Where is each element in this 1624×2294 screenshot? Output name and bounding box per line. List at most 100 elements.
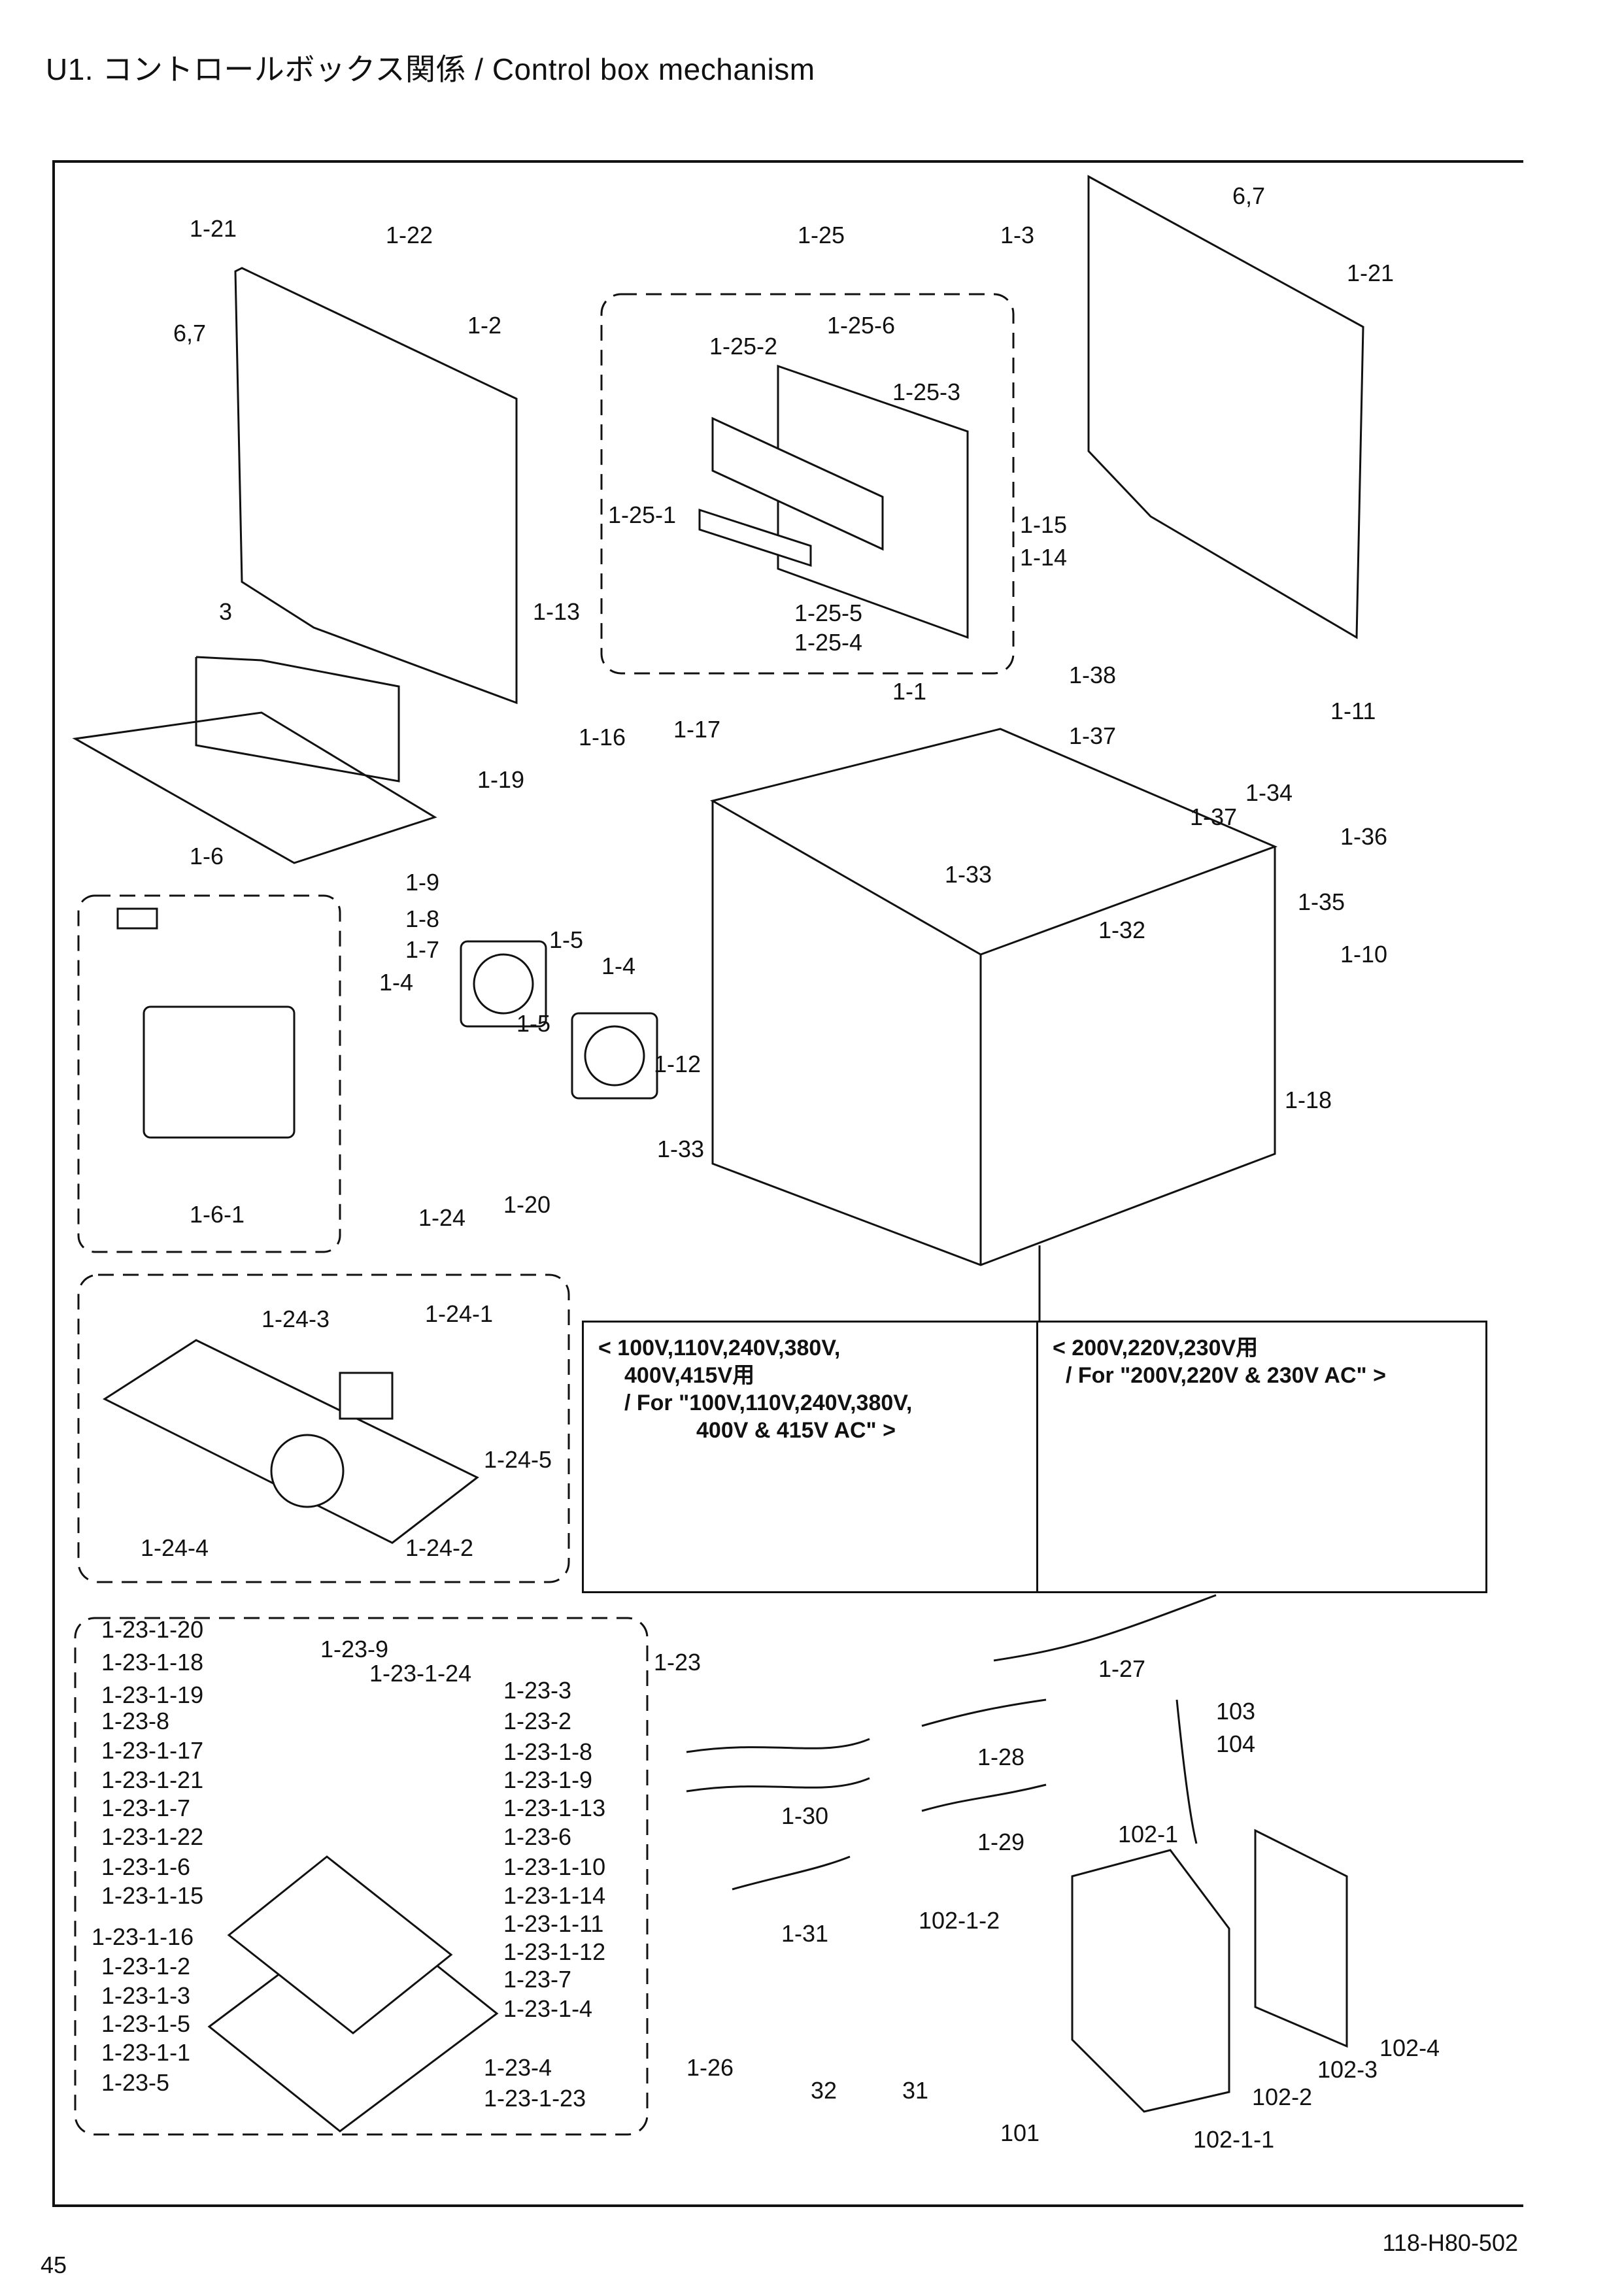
- part-callout: 1-10: [1340, 941, 1387, 968]
- part-callout: 1-3: [1000, 222, 1034, 248]
- part-callout: 1-23-1-5: [101, 2010, 190, 2037]
- part-callout: 1-17: [673, 716, 720, 743]
- part-callout: 102-1-2: [919, 1907, 1000, 1934]
- part-callout: 1-23-1-10: [503, 1853, 605, 1880]
- part-callout: 1-23-2: [503, 1708, 571, 1734]
- part-callout: 1-2: [467, 312, 501, 339]
- part-callout: 1-8: [405, 905, 439, 932]
- part-callout: 1-5: [549, 926, 583, 953]
- part-callout: 1-23-1-9: [503, 1766, 592, 1793]
- part-callout: 1-24-4: [141, 1534, 209, 1561]
- part-callout: 1-24-5: [484, 1446, 552, 1473]
- part-callout: 1-23-6: [503, 1823, 571, 1850]
- part-callout: 1-33: [945, 861, 992, 888]
- part-callout: 1-14: [1020, 544, 1067, 571]
- part-callout: 1-25: [798, 222, 845, 248]
- part-callout: 1-25-4: [794, 629, 862, 656]
- part-callout: 1-36: [1340, 823, 1387, 850]
- part-callout: 1-23-1-22: [101, 1823, 203, 1850]
- part-callout: 1-23-1-8: [503, 1738, 592, 1765]
- part-callout: 1-4: [601, 953, 635, 979]
- part-callout: 1-4: [379, 969, 413, 996]
- part-callout: 1-31: [781, 1920, 828, 1947]
- voltage-note-line: 400V & 415V AC" >: [696, 1418, 896, 1443]
- part-callout: 1-23-3: [503, 1677, 571, 1704]
- cable-1-29: [921, 1783, 1047, 1812]
- part-callout: 1-25-3: [892, 379, 960, 405]
- part-callout: 1-23-1-4: [503, 1995, 592, 2022]
- cable-1-30: [686, 1738, 870, 1793]
- part-callout: 1-28: [977, 1744, 1024, 1770]
- part-callout: 1-26: [686, 2054, 734, 2081]
- part-callout: 1-25-5: [794, 599, 862, 626]
- cover-plate-right: [1087, 175, 1364, 639]
- part-callout: 1-7: [405, 936, 439, 963]
- part-callout: 101: [1000, 2119, 1040, 2146]
- part-callout: 1-23-1-16: [92, 1923, 194, 1950]
- part-callout: 1-23-1-7: [101, 1795, 190, 1821]
- frame-left-rule: [52, 160, 55, 2206]
- part-callout: 1-23-1-17: [101, 1737, 203, 1764]
- part-callout: 1-23-1-2: [101, 1953, 190, 1980]
- page-title: U1. コントロールボックス関係 / Control box mechanism: [46, 52, 815, 86]
- part-callout: 1-23-1-3: [101, 1982, 190, 2009]
- part-callout: 104: [1216, 1730, 1255, 1757]
- part-callout: 1-23-1-21: [101, 1766, 203, 1793]
- part-callout: 1-23-5: [101, 2069, 169, 2096]
- voltage-note-line: / For "200V,220V & 230V AC" >: [1066, 1363, 1386, 1388]
- part-callout: 1-21: [1347, 260, 1394, 286]
- part-callout: 1-25-1: [608, 501, 676, 528]
- part-callout: 1-35: [1298, 888, 1345, 915]
- part-callout: 1-32: [1098, 917, 1145, 943]
- part-callout: 1-25-6: [827, 312, 895, 339]
- group-box-1-23: [74, 1617, 649, 2136]
- part-callout: 1-23-1-12: [503, 1938, 605, 1965]
- frame-bottom-rule: [52, 2204, 1523, 2207]
- part-callout: 1-23-1-23: [484, 2085, 586, 2112]
- part-callout: 3: [219, 598, 232, 625]
- part-callout: 102-2: [1252, 2083, 1312, 2110]
- voltage-note-box-1: < 100V,110V,240V,380V, 400V,415V用 / For …: [582, 1321, 1040, 1593]
- part-callout: 1-6: [190, 843, 224, 869]
- part-callout: 32: [811, 2077, 837, 2104]
- document-number: 118-H80-502: [1382, 2229, 1518, 2256]
- part-callout: 102-1-1: [1193, 2126, 1274, 2153]
- bracket-102: [1071, 1849, 1230, 2113]
- part-callout: 1-6-1: [190, 1201, 245, 1228]
- part-callout: 1-24-1: [425, 1300, 493, 1327]
- part-callout: 6,7: [173, 320, 206, 346]
- voltage-note-box-2: < 200V,220V,230V用 / For "200V,220V & 230…: [1036, 1321, 1487, 1593]
- cable-1-28: [921, 1698, 1047, 1727]
- part-callout: 1-24-2: [405, 1534, 473, 1561]
- cable-1-31: [732, 1855, 851, 1891]
- part-callout: 1-23-1-14: [503, 1882, 605, 1909]
- part-callout: 102-3: [1317, 2056, 1378, 2083]
- frame-top-rule: [52, 160, 1523, 163]
- group-box-1-25: [600, 293, 1015, 675]
- part-callout: 1-15: [1020, 511, 1067, 538]
- cable-1-27: [993, 1594, 1217, 1662]
- group-box-1-6: [77, 894, 341, 1253]
- part-callout: 1-19: [477, 766, 524, 793]
- part-callout: 1-18: [1285, 1087, 1332, 1113]
- part-callout: 1-1: [892, 678, 926, 705]
- part-callout: 1-37: [1190, 803, 1237, 830]
- part-callout: 1-23-4: [484, 2054, 552, 2081]
- part-callout: 1-22: [386, 222, 433, 248]
- voltage-note-line: < 200V,220V,230V用: [1053, 1336, 1259, 1360]
- part-callout: 103: [1216, 1698, 1255, 1725]
- part-callout: 1-38: [1069, 662, 1116, 688]
- part-callout: 1-33: [657, 1136, 704, 1162]
- part-callout: 1-23-1-13: [503, 1795, 605, 1821]
- part-callout: 1-23-7: [503, 1966, 571, 1993]
- voltage-note-line: 400V,415V用: [624, 1363, 755, 1388]
- part-callout: 1-11: [1330, 698, 1376, 724]
- group-box-1-24: [77, 1274, 570, 1583]
- part-callout: 6,7: [1232, 182, 1265, 209]
- part-callout: 1-16: [579, 724, 626, 751]
- part-callout: 1-23-1-1: [101, 2039, 190, 2066]
- transformer-1-6-1: [143, 1005, 296, 1139]
- part-callout: 1-9: [405, 869, 439, 896]
- part-callout: 1-29: [977, 1829, 1024, 1855]
- part-callout: 1-34: [1245, 779, 1293, 806]
